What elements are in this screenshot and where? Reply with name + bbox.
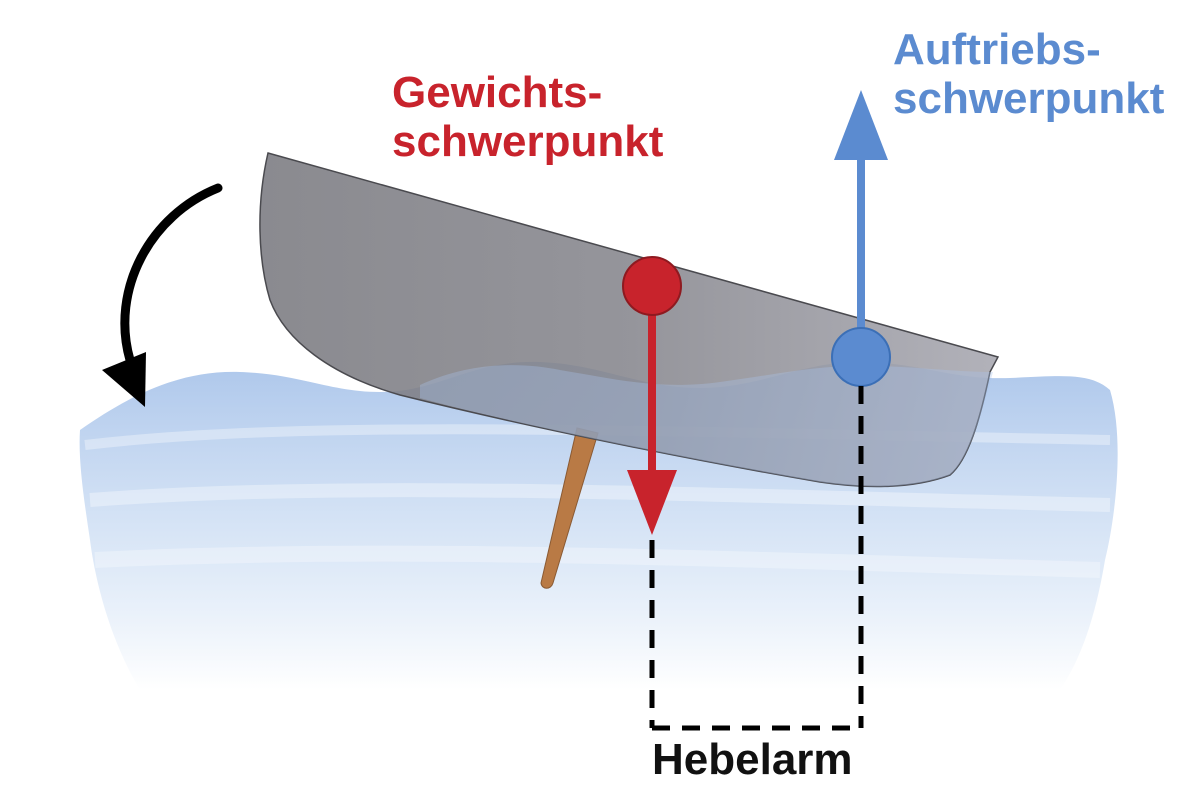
buoyancy-center-point	[831, 327, 891, 387]
water-band	[89, 483, 1111, 512]
buoyancy-center-label-line2: schwerpunkt	[893, 74, 1165, 124]
down-arrow-icon	[627, 470, 677, 535]
water-overlay	[420, 365, 993, 487]
up-arrow-icon	[834, 90, 888, 160]
weight-center-label: Gewichts- schwerpunkt	[392, 68, 663, 167]
keel	[540, 427, 599, 589]
buoyancy-center-label: Auftriebs- schwerpunkt	[893, 25, 1164, 124]
lever-arm-label: Hebelarm	[652, 735, 853, 784]
weight-center-point	[622, 256, 682, 316]
buoyancy-force	[831, 90, 891, 387]
rotation-arrow	[102, 183, 223, 407]
weight-center-label-line1: Gewichts-	[392, 68, 603, 117]
lever-arm-label-text: Hebelarm	[652, 735, 853, 784]
weight-center-label-line2: schwerpunkt	[392, 117, 664, 167]
buoyancy-center-label-line1: Auftriebs-	[893, 25, 1101, 74]
lever-arm-lines	[649, 386, 864, 731]
curved-arrow-icon	[120, 183, 223, 365]
weight-force	[622, 256, 682, 535]
boat-hull	[259, 152, 1000, 488]
water-band	[94, 545, 1101, 578]
rotation-arrow-head	[102, 352, 146, 407]
